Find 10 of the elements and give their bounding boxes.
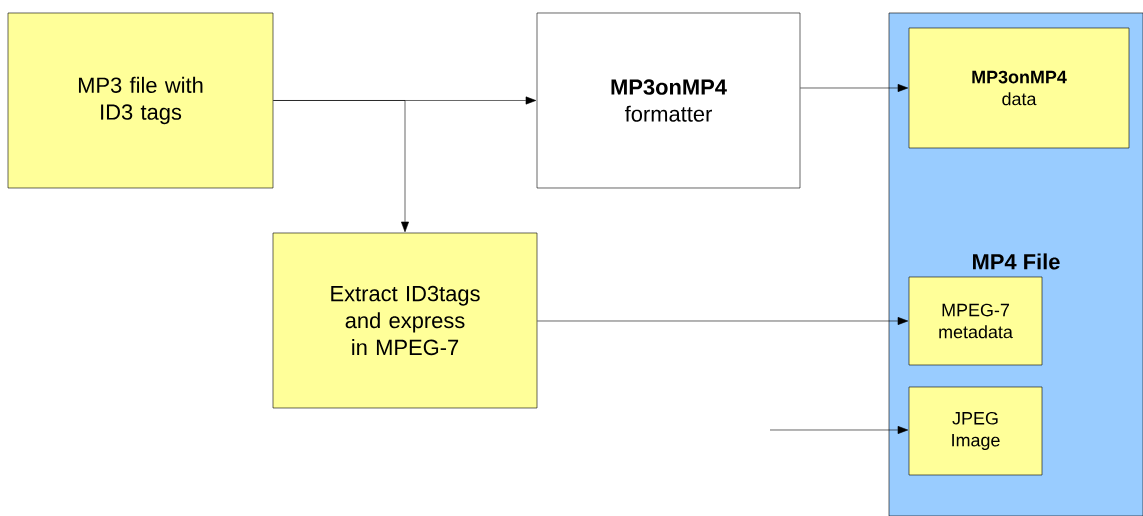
arrow [273,100,409,233]
arrow [537,317,909,325]
process-box: Extract ID3tags and express in MPEG-7 [272,232,538,409]
data-box: MP3onMP4 data [908,27,1130,149]
arrow [769,426,909,434]
data-box: JPEG Image [908,386,1043,476]
arrow [800,84,909,92]
process-box: MP3onMP4 formatter [536,12,801,189]
data-box: MPEG-7 metadata [908,276,1043,366]
process-box: MP3 file with ID3 tags [7,12,274,189]
